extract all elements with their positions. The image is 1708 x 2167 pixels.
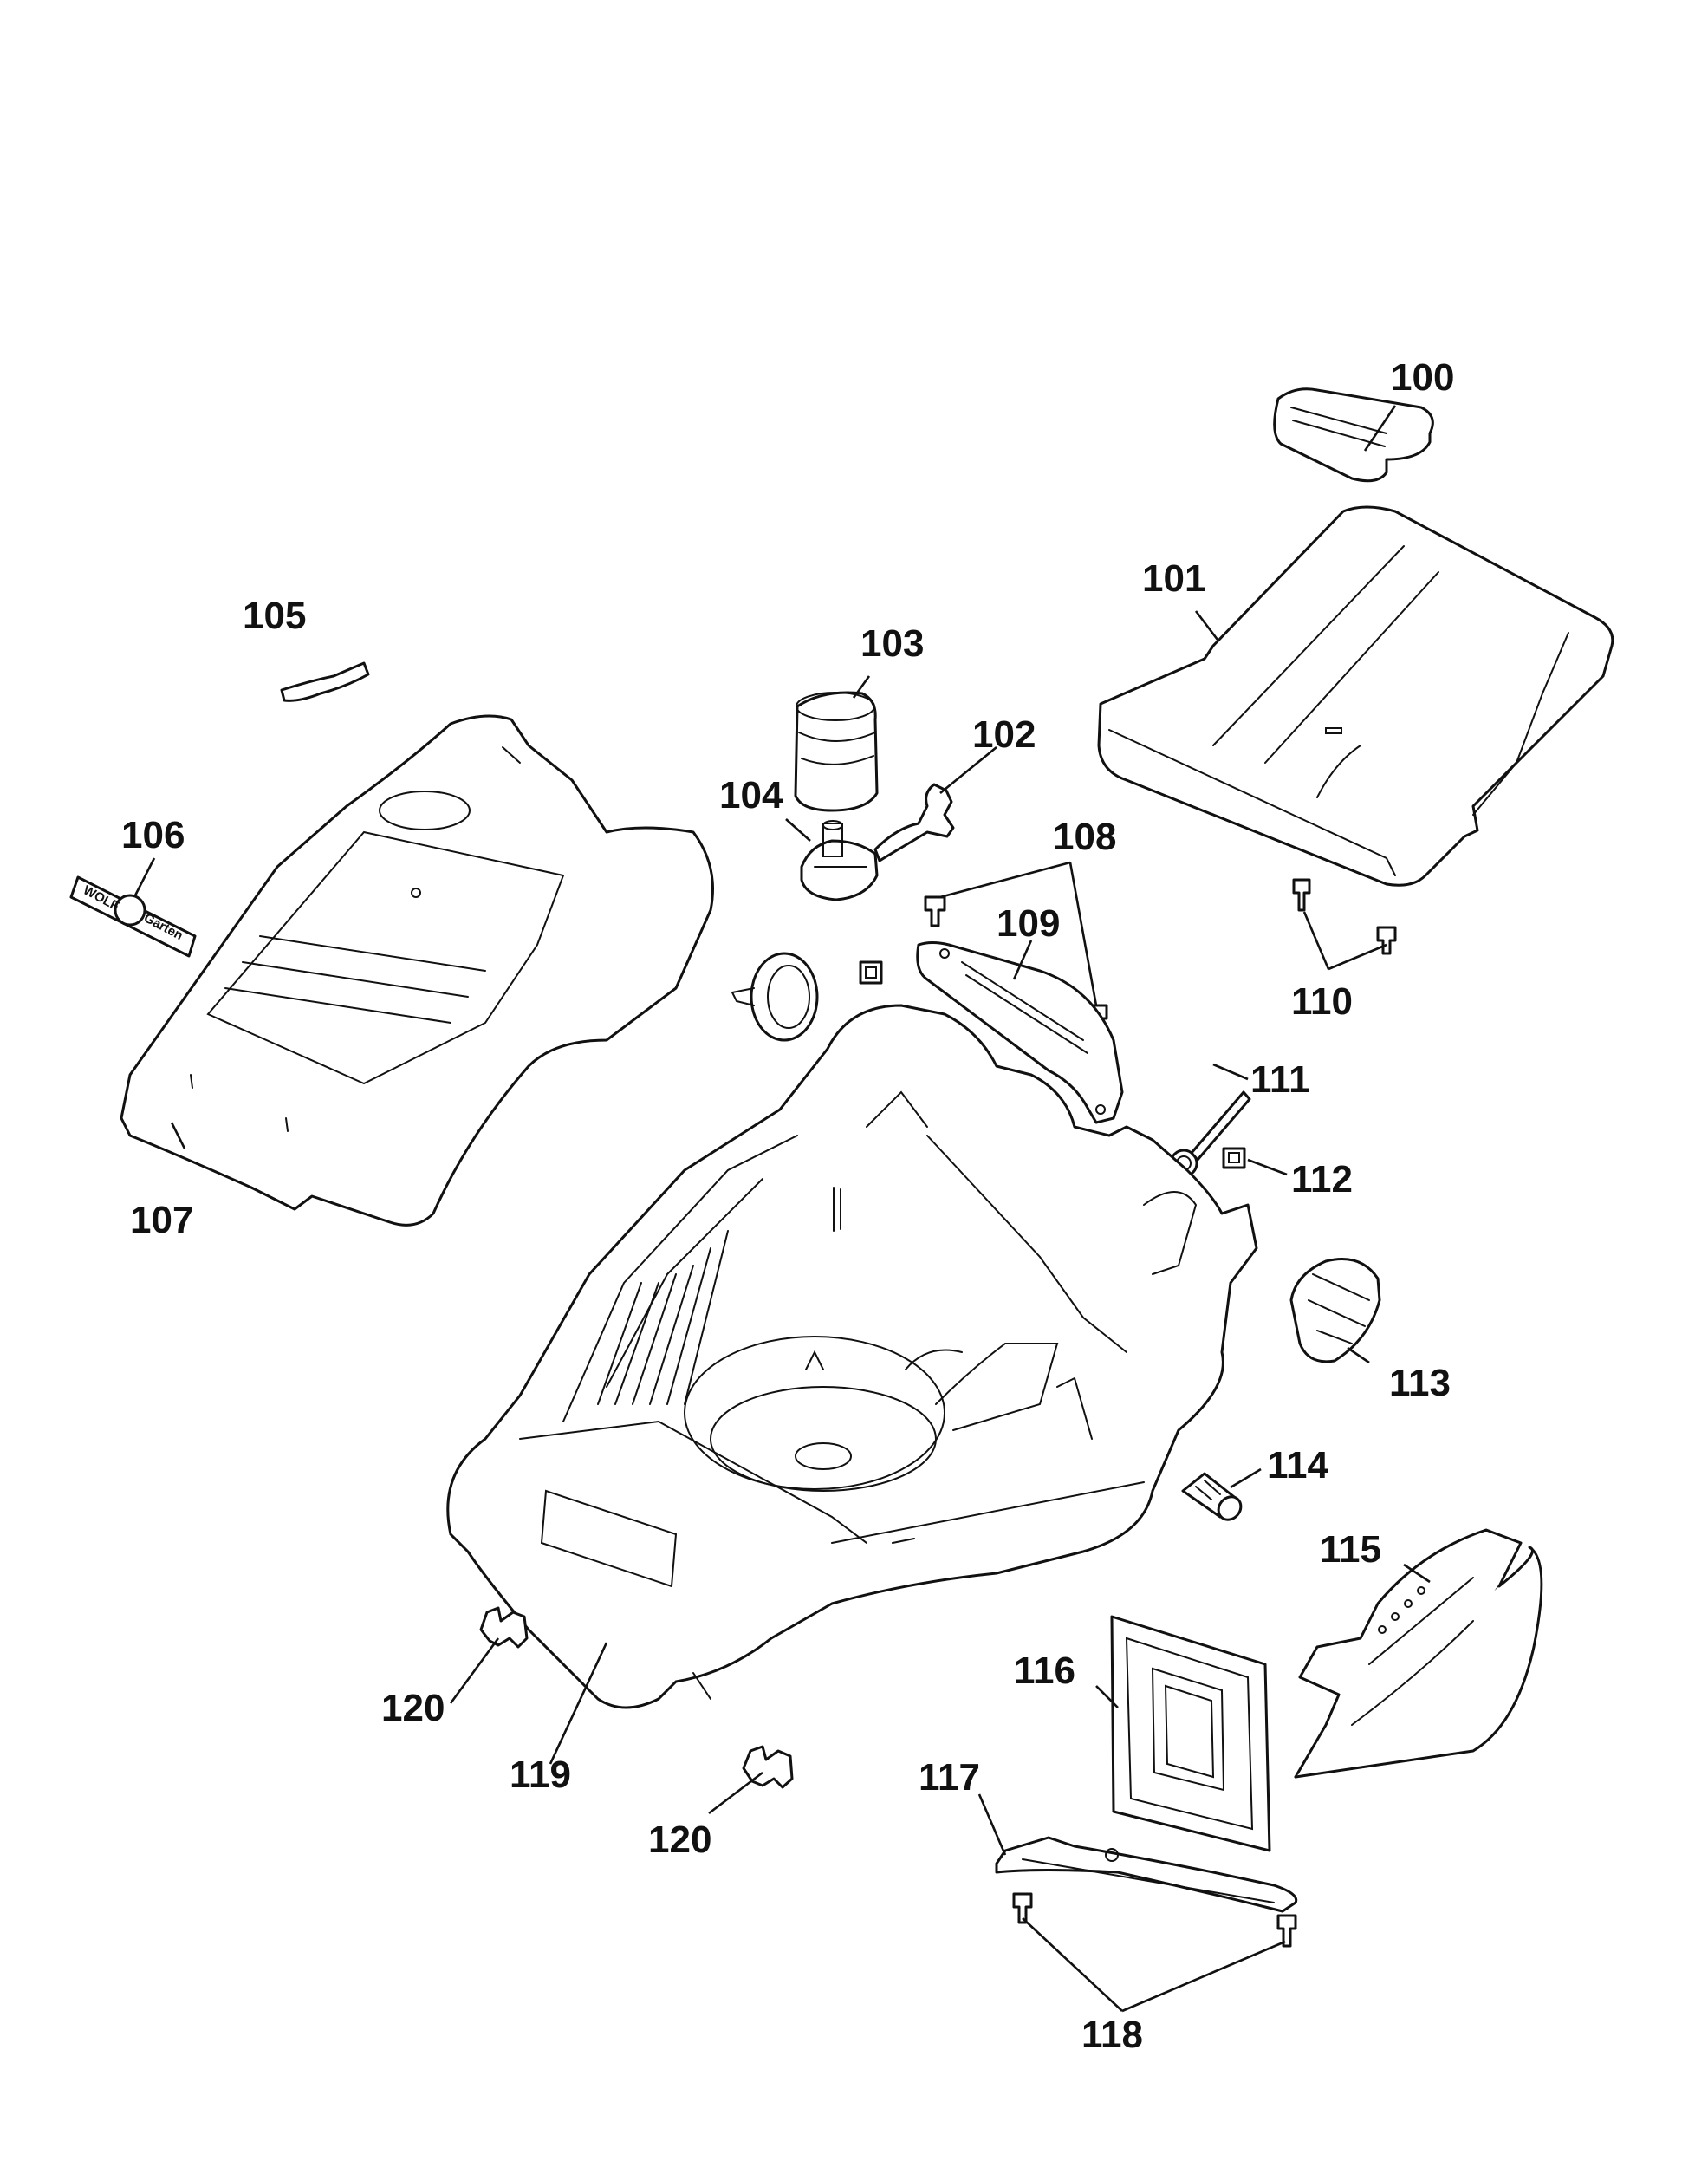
part-119-deck-housing	[446, 1004, 1258, 1709]
part-107-top-cover	[120, 714, 714, 1227]
callout-102: 102	[972, 713, 1036, 756]
part-100-handle-grip	[1273, 387, 1434, 483]
callout-118: 118	[1081, 2014, 1143, 2056]
part-114-bushing	[1181, 1472, 1243, 1521]
part-103-cylinder	[794, 691, 879, 812]
callout-113: 113	[1389, 1362, 1451, 1404]
callout-114: 114	[1267, 1444, 1329, 1487]
callout-109: 109	[997, 902, 1060, 945]
part-119-deck-grille	[597, 1230, 729, 1405]
callout-112: 112	[1291, 1158, 1353, 1201]
callout-104: 104	[719, 774, 783, 817]
callout-120-b: 120	[648, 1819, 711, 1861]
callout-107: 107	[130, 1199, 193, 1241]
part-120-clip-a	[479, 1606, 529, 1649]
part-113-wheel-cap	[1289, 1258, 1381, 1363]
part-109-flap-bar	[916, 941, 1124, 1124]
leader-lines	[133, 405, 1431, 2013]
callout-111: 111	[1250, 1058, 1310, 1101]
callout-116: 116	[1014, 1650, 1075, 1692]
part-116-discharge-flap	[1110, 1615, 1271, 1852]
part-110-screws	[1292, 878, 1397, 955]
part-112-nut	[1222, 1147, 1246, 1169]
part-101-grassbox-lid	[1097, 505, 1614, 887]
part-wheel-hub	[731, 952, 819, 1042]
callout-108: 108	[1053, 816, 1116, 858]
callout-117: 117	[919, 1756, 980, 1799]
callout-101: 101	[1142, 557, 1205, 600]
callout-100: 100	[1391, 356, 1454, 399]
callout-103: 103	[860, 622, 924, 665]
callout-numbers: 100 101 102 103 104 105 106 107 108 109 …	[121, 356, 1454, 2056]
part-104-height-adjuster	[800, 820, 879, 901]
part-106-logo-badge: WOLF Garten	[69, 875, 197, 958]
part-102-cable-clip	[873, 783, 955, 862]
part-117-hinge-bar	[995, 1836, 1298, 1913]
callout-105: 105	[243, 595, 306, 637]
part-105-tube	[280, 661, 370, 702]
callout-115: 115	[1320, 1528, 1381, 1571]
part-nut-small	[859, 960, 883, 985]
callout-110: 110	[1291, 980, 1353, 1023]
callout-106: 106	[121, 814, 185, 856]
callout-119: 119	[510, 1754, 571, 1796]
callout-120-a: 120	[381, 1687, 445, 1729]
part-115-discharge-cover	[1294, 1528, 1543, 1779]
